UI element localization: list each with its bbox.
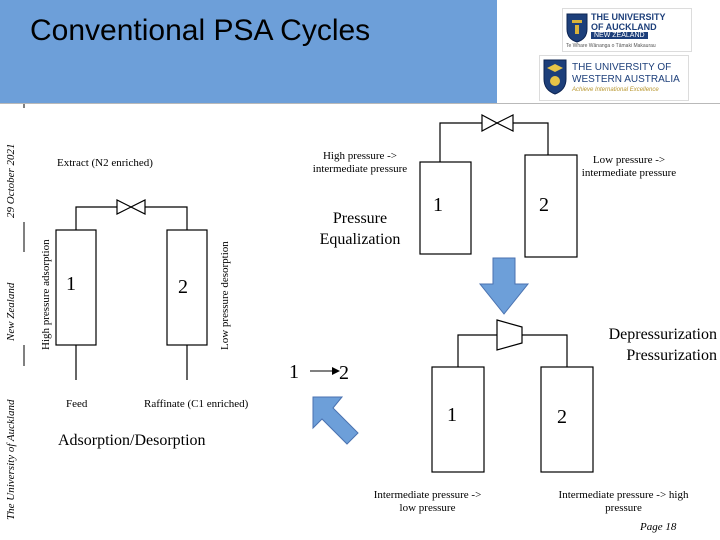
depressurization-column-1-number: 1	[447, 404, 457, 426]
equalization-top-pipe	[439, 122, 549, 162]
equalization-column-1-number: 1	[433, 194, 443, 216]
high-pressure-adsorption-label: High pressure adsorption	[40, 239, 52, 350]
auckland-line1: THE UNIVERSITY	[591, 12, 666, 22]
depressurization-column-2	[540, 366, 594, 473]
adsorption-valve-icon	[116, 199, 146, 215]
adsorption-column-1	[55, 229, 97, 346]
intermediate-to-low-label: Intermediate pressure -> low pressure	[373, 489, 482, 514]
equalization-column-1	[419, 161, 472, 255]
auckland-line2: OF AUCKLAND	[591, 22, 657, 32]
adsorption-column-2-number: 2	[178, 276, 188, 298]
cycle-step-1: 1	[289, 361, 299, 383]
diagonal-arrow-icon	[312, 396, 359, 445]
header-band	[0, 0, 497, 103]
high-to-intermediate-label: High pressure -> intermediate pressure	[312, 150, 408, 175]
cycle-arrowhead-icon	[332, 367, 340, 375]
uwa-line2: WESTERN AUSTRALIA	[572, 74, 680, 85]
raffinate-label: Raffinate (C1 enriched)	[144, 398, 249, 410]
header-divider	[0, 103, 720, 104]
auckland-tagline: Te Whare Wānanga o Tāmaki Makaurau	[566, 43, 656, 49]
depressurization-column-1	[431, 366, 485, 473]
adsorption-column-1-number: 1	[66, 273, 76, 295]
adsorption-top-pipe	[75, 206, 188, 230]
auckland-logo: THE UNIVERSITY OF AUCKLAND NEW ZEALAND T…	[562, 8, 692, 52]
equalization-valve-icon	[481, 114, 514, 132]
compressor-icon	[496, 319, 523, 351]
feed-label: Feed	[66, 398, 88, 410]
intermediate-to-high-label: Intermediate pressure -> high pressure	[558, 489, 689, 514]
auckland-crest-icon	[566, 13, 588, 43]
adsorption-section-title: Adsorption/Desorption	[58, 432, 206, 449]
equalization-column-2-number: 2	[539, 194, 549, 216]
depressurization-column-2-number: 2	[557, 406, 567, 428]
adsorption-column-2	[166, 229, 208, 346]
low-to-intermediate-label: Low pressure -> intermediate pressure	[581, 154, 677, 179]
depressurization-pipe	[457, 334, 568, 367]
down-arrow-icon	[478, 257, 530, 315]
auckland-line3: NEW ZEALAND	[591, 32, 648, 39]
equalization-column-2	[524, 154, 578, 258]
depressurization-title: Depressurization Pressurization	[608, 326, 717, 364]
uwa-tagline: Achieve International Excellence	[572, 87, 659, 93]
uwa-logo: THE UNIVERSITY OF WESTERN AUSTRALIA Achi…	[539, 55, 689, 101]
page-title: Conventional PSA Cycles	[30, 14, 371, 47]
pressure-equalization-title: Pressure Equalization	[319, 210, 401, 248]
page-number: Page 18	[640, 521, 677, 533]
extract-label: Extract (N2 enriched)	[57, 157, 153, 169]
low-pressure-desorption-label: Low pressure desorption	[219, 241, 231, 350]
uwa-line1: THE UNIVERSITY OF	[572, 62, 672, 73]
uwa-crest-icon	[543, 59, 567, 95]
cycle-step-2: 2	[339, 362, 349, 384]
